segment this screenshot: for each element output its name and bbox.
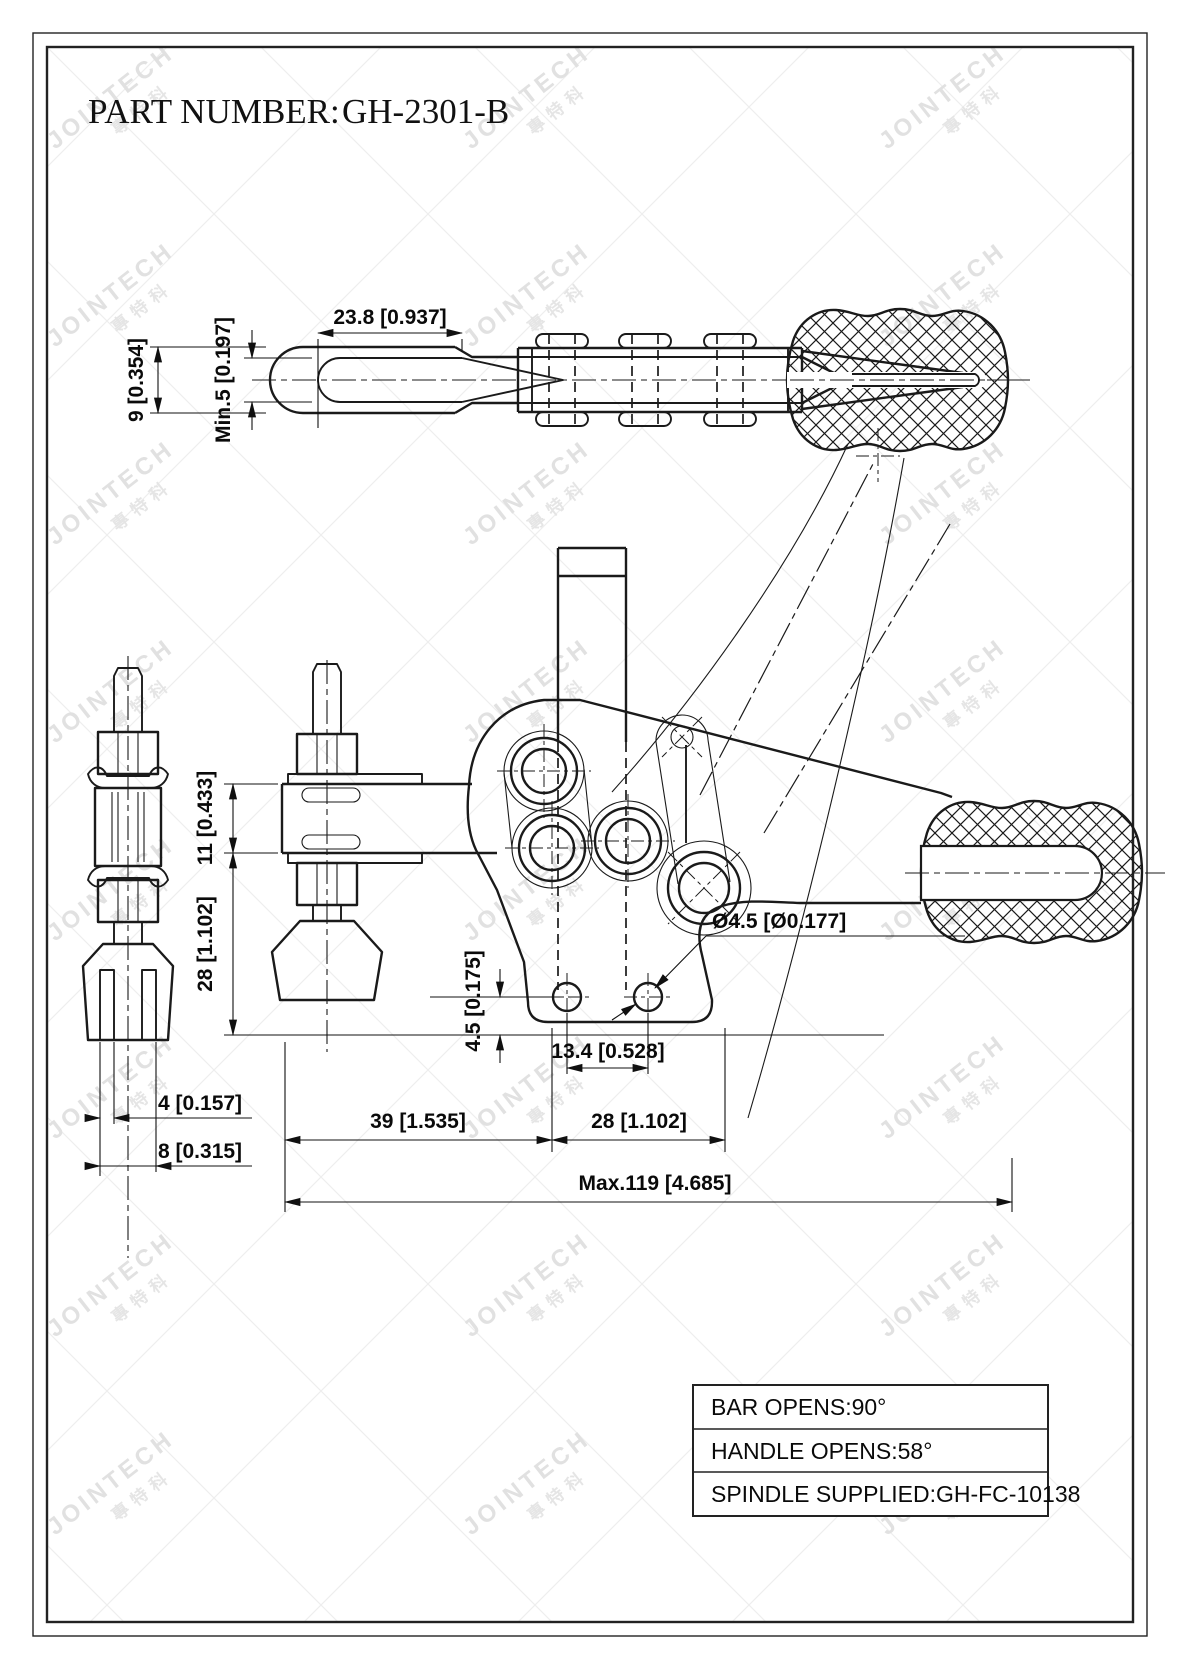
end-view <box>81 656 175 1258</box>
pin-cap <box>618 333 672 349</box>
dim-hole-spacing: 13.4 [0.528] <box>551 1040 664 1063</box>
recessed-washer-top <box>301 787 361 803</box>
pin-cap <box>703 411 757 427</box>
nut-facets <box>117 732 139 774</box>
flanged-washer-bottom <box>87 865 169 888</box>
front-view <box>270 546 1165 1052</box>
grip-center-mark <box>856 428 900 482</box>
part-number: GH-2301-B <box>342 92 509 131</box>
leader-arrow-2 <box>611 1003 637 1021</box>
pin-cap <box>535 411 589 427</box>
pivot-4-inner <box>677 861 731 915</box>
clamp-bar-hidden <box>557 742 627 990</box>
pin-cap <box>703 333 757 349</box>
pivot-joints <box>497 716 742 926</box>
dim-prong-width: 4 [0.157] <box>158 1092 242 1115</box>
pivot-2-crosshair <box>505 801 599 895</box>
recessed-washer-bottom <box>301 834 361 850</box>
dim-prong-span: 8 [0.315] <box>158 1140 242 1163</box>
spec-row-spindle: SPINDLE SUPPLIED:GH-FC-10138 <box>711 1481 1080 1507</box>
body-top-outline <box>467 698 953 799</box>
rubber-tip-end <box>81 942 175 1042</box>
pin-caps <box>535 333 757 427</box>
hub-inner-lines <box>111 792 145 862</box>
hole-2-crosshair <box>624 973 672 1021</box>
handle-pivot <box>670 725 694 749</box>
dim-base-width: 28 [1.102] <box>591 1110 687 1133</box>
clamp-bar-vertical <box>556 546 628 742</box>
pin-cap <box>535 333 589 349</box>
dim-bar-width: 9 [0.354] <box>125 338 148 422</box>
spec-table: BAR OPENS:90° HANDLE OPENS:58° SPINDLE S… <box>692 1384 1080 1517</box>
dim-slot-length: 23.8 [0.937] <box>333 306 446 329</box>
body-outline <box>466 785 921 1024</box>
spindle-nut-facets-2 <box>316 863 338 905</box>
bar-prong-left <box>99 969 115 1041</box>
pivot-4-crosshair <box>667 851 741 925</box>
handle-open-phantom-2 <box>763 523 951 834</box>
projection-curve-1 <box>611 443 849 793</box>
bar-prong-right <box>141 969 157 1041</box>
top-view-dimensions: 23.8 [0.937] 9 [0.354] Min.5 [0.197] <box>125 306 464 443</box>
handle-pivot-crosshair <box>661 716 703 758</box>
dim-clamp-height: 28 [1.102] <box>194 896 217 992</box>
ext-lines-prongs <box>99 1042 157 1176</box>
ext-lines-hole-spacing <box>566 1013 649 1074</box>
dim-overall: Max.119 [4.685] <box>579 1172 732 1195</box>
spec-row-handle-opens: HANDLE OPENS:58° <box>711 1438 932 1464</box>
grip-front-channel <box>919 844 1104 902</box>
dim-slot-width: Min.5 [0.197] <box>212 317 235 443</box>
page-title: PART NUMBER: <box>88 92 340 131</box>
bar-outline-top <box>268 345 518 415</box>
ext-lines-base <box>284 1028 726 1212</box>
top-view <box>252 307 1030 482</box>
rubber-tip <box>270 919 384 1002</box>
dim-bar-height: 11 [0.433] <box>194 771 217 866</box>
pivot-4-outer <box>666 850 742 926</box>
pivot-1-crosshair <box>497 724 591 818</box>
nut-facets-2 <box>117 880 139 922</box>
ext-lines-bar-width <box>150 346 266 414</box>
spec-row-bar-opens: BAR OPENS:90° <box>711 1394 886 1420</box>
ext-lines-slot-length <box>317 339 463 428</box>
dim-base-left: 39 [1.535] <box>370 1110 466 1133</box>
pivot-3-crosshair <box>581 794 675 888</box>
pin-cap <box>618 411 672 427</box>
link-lobe <box>656 840 752 936</box>
front-view-dimensions: 11 [0.433] 28 [1.102] 4.5 [0.175] 13.4 [… <box>194 771 1014 1212</box>
spec-table-frame <box>692 1384 1049 1517</box>
dim-hole-dia: Ø4.5 [Ø0.177] <box>712 910 846 933</box>
dim-hole-edge: 4.5 [0.175] <box>462 950 485 1052</box>
leader-arrow <box>654 935 707 989</box>
link-edges <box>503 714 731 885</box>
end-view-dimensions: 4 [0.157] 8 [0.315] <box>84 1042 252 1176</box>
spindle-nut-facets <box>316 734 338 774</box>
outer-border <box>32 32 1148 1637</box>
